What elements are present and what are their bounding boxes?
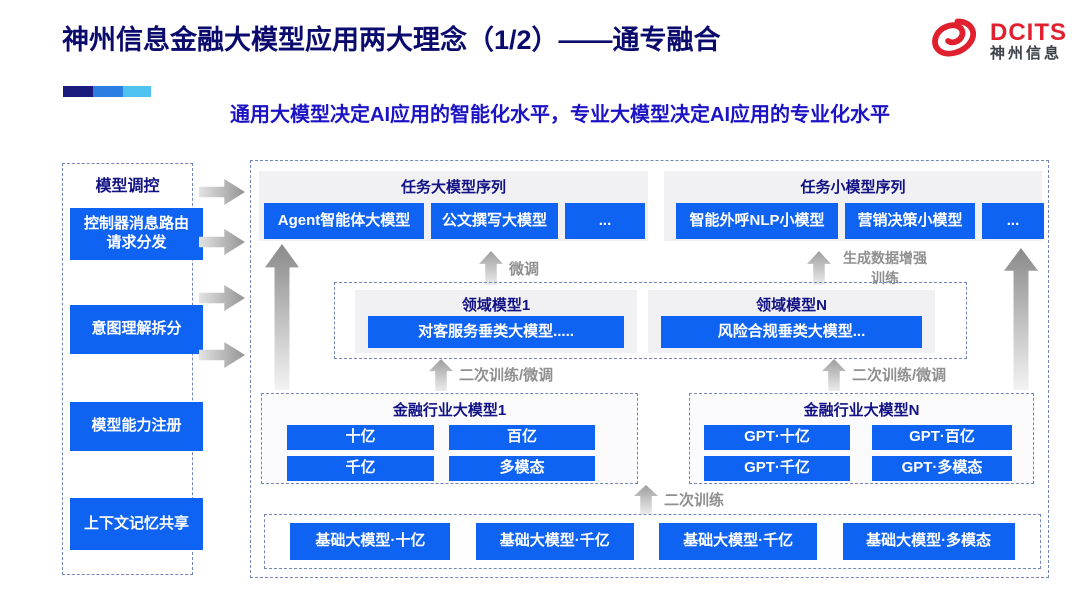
task-large-title: 任务大模型序列	[400, 179, 506, 196]
arrow-right-icon	[199, 342, 245, 368]
label-retrain: 二次训练	[664, 492, 725, 509]
arrow-up-icon	[634, 485, 658, 514]
sidebar-title: 模型调控	[95, 178, 160, 195]
model-box-agent: Agent智能体大模型	[264, 203, 424, 239]
label-fine-tune: 微调	[509, 261, 540, 278]
foundation-models-container: 基础大模型·十亿 基础大模型·千亿 基础大模型·千亿 基础大模型·多模态	[264, 514, 1041, 569]
label-retrain-finetune-right: 二次训练/微调	[852, 367, 947, 384]
domain-model-n-title: 领域模型N	[756, 297, 827, 314]
label-retrain-finetune-left: 二次训练/微调	[459, 367, 554, 384]
model-box-gpt-10b: GPT·百亿	[872, 425, 1012, 450]
arrow-up-icon	[429, 359, 453, 391]
model-box-multimodal: 多模态	[449, 456, 595, 481]
arrow-right-icon	[199, 285, 245, 311]
task-large-boxes: Agent智能体大模型 公文撰写大模型 ...	[264, 203, 645, 239]
arrow-up-icon	[479, 251, 503, 285]
industry-model-1-boxes: 十亿 百亿 千亿 多模态	[287, 425, 595, 481]
industry-model-n-boxes: GPT·十亿 GPT·百亿 GPT·千亿 GPT·多模态	[704, 425, 1012, 481]
arrow-up-icon	[807, 251, 831, 285]
model-box-doc-writing: 公文撰写大模型	[431, 203, 558, 239]
model-box-gpt-100b: GPT·千亿	[704, 456, 850, 481]
company-logo: DCITS 神州信息	[926, 14, 1067, 69]
architecture-diagram: 任务大模型序列 Agent智能体大模型 公文撰写大模型 ... 任务小模型序列 …	[250, 160, 1049, 578]
logo-brand: DCITS	[990, 19, 1067, 47]
domain-models-container: 领域模型1 对客服务垂类大模型..... 领域模型N 风险合规垂类大模型...	[334, 282, 967, 359]
domain-model-1-group: 领域模型1 对客服务垂类大模型.....	[355, 290, 637, 353]
page-title: 神州信息金融大模型应用两大理念（1/2）——通专融合	[62, 25, 721, 55]
sidebar-item-context-memory: 上下文记忆共享	[70, 498, 203, 550]
arrow-up-tall-icon	[1004, 248, 1038, 390]
arrow-up-icon	[822, 359, 846, 391]
model-box-more: ...	[565, 203, 645, 239]
sidebar-item-controller-routing: 控制器消息路由请求分发	[70, 208, 203, 260]
model-box-risk-compliance: 风险合规垂类大模型...	[661, 316, 922, 348]
dcits-swirl-icon	[926, 14, 984, 69]
model-box-customer-service: 对客服务垂类大模型.....	[368, 316, 624, 348]
model-box-marketing-decision: 营销决策小模型	[845, 203, 975, 239]
task-large-model-group: 任务大模型序列 Agent智能体大模型 公文撰写大模型 ...	[259, 171, 648, 241]
arrow-up-tall-icon	[265, 244, 299, 390]
accent-segment-dark	[63, 86, 93, 97]
model-box-gpt-multimodal: GPT·多模态	[872, 456, 1012, 481]
arrow-right-icon	[199, 229, 245, 255]
sidebar-item-capability-register: 模型能力注册	[70, 402, 203, 451]
sidebar-item-intent-split: 意图理解拆分	[70, 305, 203, 354]
model-box-100b: 千亿	[287, 456, 434, 481]
model-box-10b: 百亿	[449, 425, 595, 450]
model-box-foundation-multimodal: 基础大模型·多模态	[842, 523, 1015, 560]
label-gen-data-train: 生成数据增强训练	[843, 250, 927, 286]
arrow-right-icon	[199, 179, 245, 205]
task-small-boxes: 智能外呼NLP小模型 营销决策小模型 ...	[676, 203, 1044, 239]
domain-model-1-title: 领域模型1	[461, 297, 531, 314]
model-control-panel: 模型调控 控制器消息路由请求分发 意图理解拆分 模型能力注册 上下文记忆共享	[62, 163, 203, 575]
accent-bar	[63, 86, 151, 97]
industry-model-1-title: 金融行业大模型1	[392, 402, 507, 419]
model-box-foundation-1b: 基础大模型·十亿	[290, 523, 451, 560]
industry-model-n-title: 金融行业大模型N	[803, 402, 920, 419]
accent-segment-cyan	[123, 86, 151, 97]
logo-brand-cn: 神州信息	[990, 45, 1063, 63]
industry-model-n-group: 金融行业大模型N GPT·十亿 GPT·百亿 GPT·千亿 GPT·多模态	[689, 393, 1034, 484]
model-box-foundation-100b-2: 基础大模型·千亿	[659, 523, 818, 560]
task-small-model-group: 任务小模型序列 智能外呼NLP小模型 营销决策小模型 ...	[664, 171, 1044, 241]
model-box-outbound-nlp: 智能外呼NLP小模型	[676, 203, 838, 239]
model-box-gpt-1b: GPT·十亿	[704, 425, 850, 450]
model-box-foundation-100b: 基础大模型·千亿	[475, 523, 634, 560]
domain-model-n-group: 领域模型N 风险合规垂类大模型...	[648, 290, 935, 353]
model-box-1b: 十亿	[287, 425, 434, 450]
task-small-title: 任务小模型序列	[800, 179, 906, 196]
slide-subtitle: 通用大模型决定AI应用的智能化水平，专业大模型决定AI应用的专业化水平	[230, 104, 890, 126]
model-box-more: ...	[982, 203, 1044, 239]
industry-model-1-group: 金融行业大模型1 十亿 百亿 千亿 多模态	[261, 393, 638, 484]
accent-segment-blue	[93, 86, 123, 97]
logo-text: DCITS 神州信息	[990, 19, 1067, 63]
